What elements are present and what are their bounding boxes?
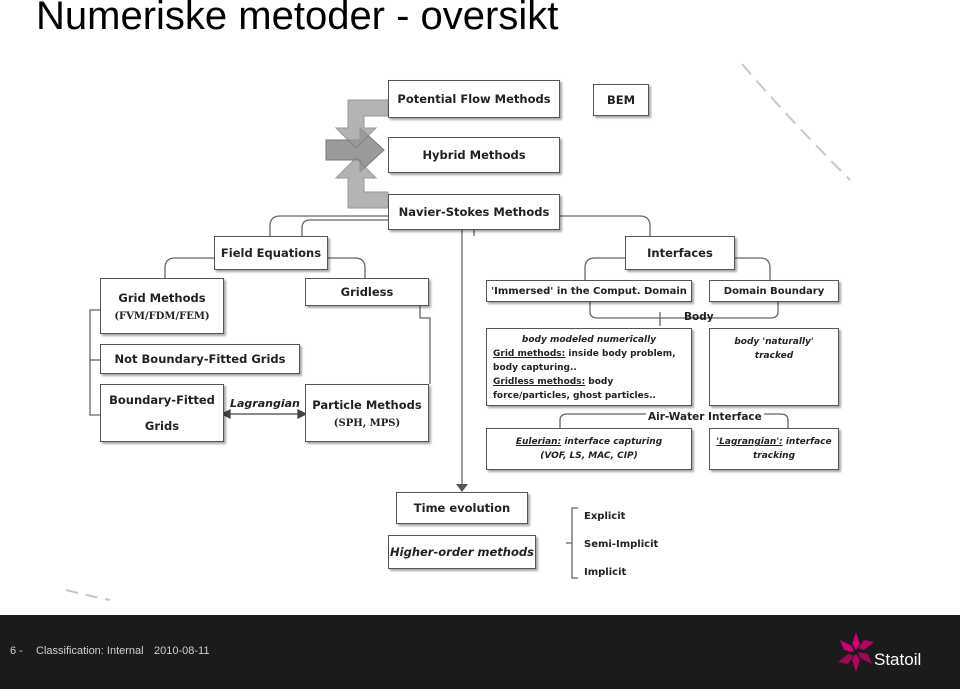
body-natural-line2: tracked: [754, 351, 794, 361]
higher-order-methods-label: Higher-order methods: [390, 545, 534, 559]
implicit-label: Implicit: [584, 567, 627, 578]
not-boundary-fitted-grids-box: Not Boundary-Fitted Grids: [100, 344, 300, 374]
body-natural-box: body 'naturally' tracked: [709, 328, 839, 406]
hybrid-methods-label: Hybrid Methods: [422, 148, 526, 162]
eulerian-line1: Eulerian: interface capturing: [516, 435, 662, 449]
page-number: 6 -: [10, 645, 23, 657]
hybrid-methods-box: Hybrid Methods: [388, 137, 560, 173]
domain-boundary-box: Domain Boundary: [709, 280, 839, 302]
time-evolution-box: Time evolution: [396, 492, 528, 524]
eulerian-description: interface capturing: [561, 437, 663, 447]
classification-text: Classification: Internal: [36, 645, 144, 657]
boundary-fitted-grids-label-line2: Grids: [144, 419, 180, 433]
statoil-wordmark: Statoil: [874, 650, 922, 669]
navier-stokes-methods-label: Navier-Stokes Methods: [398, 205, 550, 219]
boundary-fitted-grids-label-line1: Boundary-Fitted: [109, 393, 215, 407]
boundary-fitted-grids-box: Boundary-Fitted Grids: [100, 384, 224, 442]
semi-implicit-label: Semi-Implicit: [584, 539, 659, 550]
lagrangian-interface-term: 'Lagrangian':: [716, 437, 783, 447]
statoil-logo: Statoil: [834, 628, 944, 680]
particle-methods-box: Particle Methods (SPH, MPS): [305, 384, 429, 442]
particle-methods-sublabel: (SPH, MPS): [333, 417, 401, 429]
grid-methods-sublabel: (FVM/FDM/FEM): [114, 310, 210, 322]
particle-methods-label: Particle Methods: [312, 397, 422, 412]
interfaces-box: Interfaces: [625, 236, 735, 270]
body-label: Body: [684, 311, 714, 323]
grid-methods-term: Grid methods:: [493, 349, 566, 359]
higher-order-methods-box: Higher-order methods: [388, 535, 536, 569]
slide-title: Numeriske metoder - oversikt: [36, 0, 559, 38]
time-evolution-label: Time evolution: [413, 501, 511, 515]
potential-flow-methods-box: Potential Flow Methods: [388, 80, 560, 118]
lagrangian-interface-box: 'Lagrangian': interface tracking: [709, 428, 839, 470]
body-numerical-line2: Grid methods: inside body problem,: [493, 347, 685, 361]
gridless-box: Gridless: [305, 278, 429, 306]
methods-diagram: Potential Flow Methods BEM Hybrid Method…: [65, 63, 851, 601]
lagrangian-interface-line2: tracking: [752, 451, 796, 461]
field-equations-label: Field Equations: [220, 246, 322, 260]
grid-methods-label: Grid Methods: [118, 290, 206, 305]
gridless-methods-description: body: [585, 377, 614, 387]
not-boundary-fitted-grids-label: Not Boundary-Fitted Grids: [114, 352, 286, 366]
statoil-star-icon: [838, 632, 874, 672]
air-water-interface-label: Air-Water Interface: [646, 411, 764, 423]
field-equations-box: Field Equations: [214, 236, 328, 270]
grid-methods-description: inside body problem,: [565, 349, 676, 359]
domain-boundary-label: Domain Boundary: [723, 285, 825, 297]
eulerian-box: Eulerian: interface capturing (VOF, LS, …: [486, 428, 692, 470]
body-natural-line1: body 'naturally': [734, 337, 814, 347]
grid-methods-box: Grid Methods (FVM/FDM/FEM): [100, 278, 224, 334]
immersed-box: 'Immersed' in the Comput. Domain: [486, 280, 692, 302]
body-numerical-box: body modeled numerically Grid methods: i…: [486, 328, 692, 406]
lagrangian-arrow-label: Lagrangian: [230, 397, 300, 410]
body-numerical-line4: Gridless methods: body: [493, 375, 685, 389]
explicit-label: Explicit: [584, 511, 626, 522]
eulerian-line2: (VOF, LS, MAC, CIP): [540, 451, 638, 461]
body-numerical-line3: body capturing..: [493, 363, 577, 373]
footer-bar: [0, 615, 960, 689]
navier-stokes-methods-box: Navier-Stokes Methods: [388, 194, 560, 230]
date-text: 2010-08-11: [154, 645, 210, 657]
bem-label: BEM: [606, 93, 636, 107]
potential-flow-methods-label: Potential Flow Methods: [397, 92, 551, 106]
bem-box: BEM: [593, 84, 649, 116]
eulerian-term: Eulerian:: [515, 437, 562, 447]
gridless-label: Gridless: [340, 285, 394, 299]
body-numerical-heading: body modeled numerically: [521, 335, 657, 345]
lagrangian-interface-description: interface: [782, 437, 832, 447]
interfaces-label: Interfaces: [647, 246, 713, 260]
gridless-methods-term: Gridless methods:: [493, 377, 586, 387]
lagrangian-interface-line1: 'Lagrangian': interface: [716, 435, 831, 449]
body-numerical-line5: force/particles, ghost particles..: [493, 391, 656, 401]
immersed-label: 'Immersed' in the Comput. Domain: [491, 285, 687, 297]
